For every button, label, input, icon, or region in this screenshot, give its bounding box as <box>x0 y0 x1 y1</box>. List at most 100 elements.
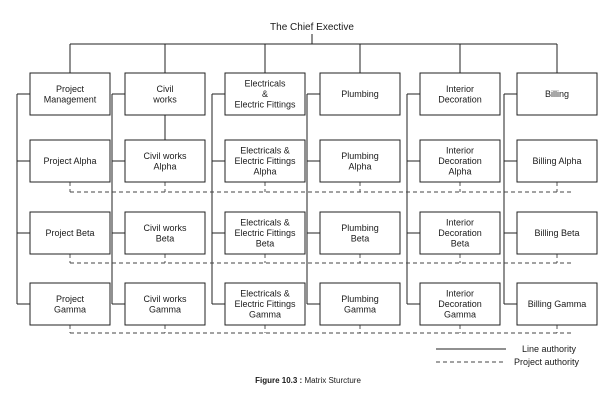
column-header-2-text: Electric Fittings <box>234 100 296 110</box>
figure-caption-text: Matrix Sturcture <box>302 376 361 385</box>
column-header-4-text: Interior <box>446 84 474 94</box>
cell-5-1: Billing Beta <box>516 211 598 255</box>
cell-4-2-text: Gamma <box>444 310 476 320</box>
column-header-1-frame <box>124 72 206 116</box>
cell-5-2-frame <box>516 282 598 326</box>
cell-3-0-text: Alpha <box>348 161 371 171</box>
column-header-0-text: Management <box>44 94 97 104</box>
cell-4-1-text: Decoration <box>438 228 482 238</box>
cell-1-0-text: Alpha <box>153 161 176 171</box>
cell-0-2-frame <box>29 282 111 326</box>
cell-5-0-text: Billing Alpha <box>532 156 581 166</box>
column-header-0-frame <box>29 72 111 116</box>
cell-5-1-text: Billing Beta <box>534 228 579 238</box>
cell-1-2-text: Gamma <box>149 304 181 314</box>
column-header-2-frame <box>224 72 306 116</box>
cell-1-1-text: Beta <box>156 233 175 243</box>
cell-1-0-frame <box>124 139 206 183</box>
cell-0-1-text: Project Beta <box>45 228 94 238</box>
figure-caption-label: Figure 10.3 : <box>255 376 303 385</box>
cell-2-0-text: Electricals & <box>240 146 290 156</box>
column-header-3: Plumbing <box>319 72 401 116</box>
cell-2-2-text: Gamma <box>249 310 281 320</box>
cell-4-0-text: Interior <box>446 146 474 156</box>
chief-executive-label: The Chief Exective <box>270 22 354 33</box>
cell-5-0: Billing Alpha <box>516 139 598 183</box>
cell-2-1-text: Electric Fittings <box>234 228 296 238</box>
cell-5-2: Billing Gamma <box>516 282 598 326</box>
cell-1-1-text: Civil works <box>143 223 187 233</box>
cell-3-2-text: Gamma <box>344 304 376 314</box>
column-header-2: Electricals&Electric Fittings <box>224 72 306 116</box>
cell-2-2-frame <box>224 282 306 326</box>
cell-2-0-frame <box>224 139 306 183</box>
cell-1-1-frame <box>124 211 206 255</box>
cell-1-2-frame <box>124 282 206 326</box>
cell-2-1-text: Beta <box>256 239 275 249</box>
column-header-5-text: Billing <box>545 89 569 99</box>
cell-0-2-text: Gamma <box>54 304 86 314</box>
cell-2-0-text: Alpha <box>253 167 276 177</box>
figure-caption: Figure 10.3 : Matrix Sturcture <box>0 376 616 385</box>
cell-4-0-text: Decoration <box>438 156 482 166</box>
cell-5-1-frame <box>516 211 598 255</box>
cell-2-0-text: Electric Fittings <box>234 156 296 166</box>
cell-4-1-frame <box>419 211 501 255</box>
cell-2-1-frame <box>224 211 306 255</box>
cell-3-1-text: Beta <box>351 233 370 243</box>
cell-2-1-text: Electricals & <box>240 218 290 228</box>
cell-5-0-frame <box>516 139 598 183</box>
cell-1-2-text: Civil works <box>143 294 187 304</box>
cell-0-0: Project Alpha <box>29 139 111 183</box>
cell-1-0-text: Civil works <box>143 151 187 161</box>
legend-line-authority-label: Line authority <box>522 344 577 354</box>
column-header-5: Billing <box>516 72 598 116</box>
cell-3-0-text: Plumbing <box>341 151 379 161</box>
column-header-3-frame <box>319 72 401 116</box>
cell-3-2-text: Plumbing <box>341 294 379 304</box>
cell-0-1-frame <box>29 211 111 255</box>
cell-3-2-frame <box>319 282 401 326</box>
legend: Line authority Project authority <box>436 344 580 367</box>
cell-0-2-text: Project <box>56 294 85 304</box>
column-header-1-text: Civil <box>157 84 174 94</box>
cell-4-1-text: Beta <box>451 239 470 249</box>
cell-3-1-frame <box>319 211 401 255</box>
column-header-3-text: Plumbing <box>341 89 379 99</box>
cell-0-1: Project Beta <box>29 211 111 255</box>
cell-0-0-frame <box>29 139 111 183</box>
cell-3-1-text: Plumbing <box>341 223 379 233</box>
cell-2-2-text: Electricals & <box>240 289 290 299</box>
cell-3-0-frame <box>319 139 401 183</box>
cell-0-0-text: Project Alpha <box>43 156 96 166</box>
column-header-2-text: Electricals <box>244 79 286 89</box>
cell-4-2-text: Decoration <box>438 299 482 309</box>
cell-4-2-frame <box>419 282 501 326</box>
cell-2-2-text: Electric Fittings <box>234 299 296 309</box>
column-header-4-text: Decoration <box>438 94 482 104</box>
cell-4-1-text: Interior <box>446 218 474 228</box>
column-header-1-text: works <box>152 94 177 104</box>
cell-4-2-text: Interior <box>446 289 474 299</box>
cell-4-0-frame <box>419 139 501 183</box>
column-header-2-text: & <box>262 89 268 99</box>
legend-project-authority-label: Project authority <box>514 357 580 367</box>
cell-5-2-text: Billing Gamma <box>528 299 587 309</box>
